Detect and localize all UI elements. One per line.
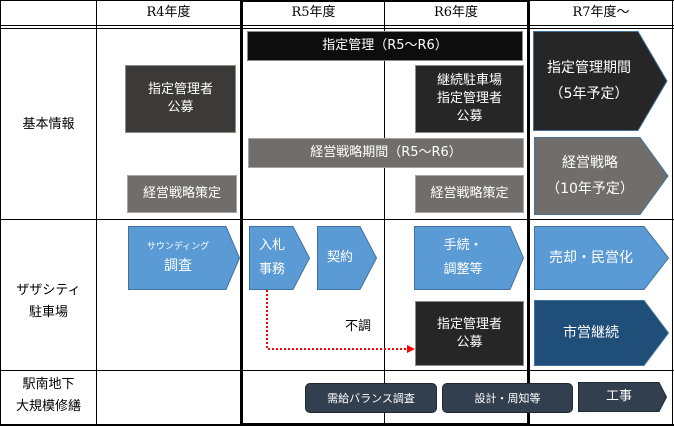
r7-management-line1: 指定管理期間 — [547, 60, 631, 76]
design-notice-box: 設計・周知等 — [442, 383, 573, 413]
pentagon-arrow-shape — [249, 226, 310, 290]
r4-strategy-box: 経営戦略策定 — [127, 175, 237, 213]
r6-recruit-line3: 公募 — [456, 109, 483, 124]
row-label-station-line1: 駅南地下 — [22, 377, 75, 392]
grid-right — [672, 0, 673, 426]
parking-recruit-line1: 指定管理者 — [436, 316, 502, 332]
dashed-line — [266, 290, 407, 350]
arrowhead-icon — [407, 345, 415, 353]
design-notice-label: 設計・周知等 — [474, 392, 541, 405]
pentagon-arrow-shape — [534, 300, 669, 366]
column-header-r7: R7年度～ — [572, 5, 630, 20]
strategy-period-bar: 経営戦略期間（R5～R6） — [248, 138, 524, 168]
column-header-r4: R4年度 — [146, 5, 191, 20]
r6-strategy-label: 経営戦略策定 — [430, 186, 509, 201]
sale-privatization-label: 売却・民営化 — [549, 250, 633, 266]
r7-management-line2: （5年予定） — [549, 86, 629, 102]
demand-balance-survey-label: 需給バランス調査 — [327, 392, 415, 405]
r4-strategy-label: 経営戦略策定 — [142, 186, 221, 201]
pentagon-arrow-shape — [533, 31, 668, 131]
parking-recruit-box: 指定管理者 公募 — [415, 301, 524, 366]
row-label-zaza-parking: ザザシティ 駐車場 — [1, 280, 96, 324]
sale-privatization-arrow: 売却・民営化 — [534, 226, 669, 290]
failed-bid-label: 不調 — [344, 319, 371, 334]
contract-label: 契約 — [326, 250, 353, 265]
bid-process-line2: 事務 — [258, 262, 285, 277]
grid-col4 — [527, 0, 530, 426]
grid-col3 — [384, 0, 385, 426]
grid-left — [0, 0, 1, 426]
grid-r5r6-bottom — [240, 423, 530, 426]
pentagon-arrow-shape — [578, 382, 667, 412]
row-label-station-line2: 大規模修繕 — [15, 399, 81, 414]
pentagon-arrow-shape — [534, 137, 669, 215]
parking-recruit-line2: 公募 — [456, 334, 483, 350]
column-header-r6: R6年度 — [433, 5, 479, 20]
r4-recruit-line1: 指定管理者 — [147, 82, 213, 97]
r6-recruit-line2: 指定管理者 — [436, 91, 502, 106]
grid-r5r6-top — [240, 0, 530, 2]
bid-process-line1: 入札 — [258, 238, 285, 253]
r6-strategy-box: 経営戦略策定 — [415, 175, 524, 213]
designated-management-bar: 指定管理（R5～R6） — [247, 31, 523, 61]
pentagon-arrow-shape — [534, 226, 669, 290]
sounding-survey-line1: サウンディング — [146, 242, 210, 252]
construction-arrow: 工事 — [578, 382, 667, 412]
grid-row1-bottom — [0, 219, 674, 220]
grid-row2-bottom — [0, 370, 674, 371]
row-label-station-repair: 駅南地下 大規模修繕 — [1, 374, 96, 418]
grid-col1 — [96, 0, 97, 426]
construction-label: 工事 — [605, 389, 632, 404]
row-label-zaza-line1: ザザシティ — [16, 283, 81, 298]
failed-bid-connector — [266, 290, 415, 353]
r7-management-period-arrow: 指定管理期間 （5年予定） — [533, 31, 668, 131]
municipal-continuation-arrow: 市営継続 — [534, 300, 669, 366]
designated-management-bar-label: 指定管理（R5～R6） — [322, 38, 448, 53]
r6-recruit-box: 継続駐車場 指定管理者 公募 — [415, 65, 524, 133]
bid-process-arrow: 入札 事務 — [249, 226, 310, 290]
r4-recruit-line2: 公募 — [167, 100, 194, 115]
r4-recruit-box: 指定管理者 公募 — [125, 65, 236, 133]
grid-col2 — [240, 0, 243, 426]
procedure-arrow: 手続・ 調整等 — [414, 226, 524, 290]
strategy-period-bar-label: 経営戦略期間（R5～R6） — [310, 145, 462, 160]
r7-strategy-arrow: 経営戦略 （10年予定） — [534, 137, 669, 215]
contract-arrow: 契約 — [317, 226, 377, 290]
sounding-survey-arrow: サウンディング 調査 — [128, 226, 240, 290]
row-label-basic-info: 基本情報 — [22, 117, 75, 132]
column-header-r5: R5年度 — [291, 5, 336, 20]
grid-header-bottom-1 — [0, 25, 674, 26]
r6-recruit-line1: 継続駐車場 — [436, 73, 502, 88]
r7-strategy-line2: （10年予定） — [546, 181, 634, 197]
procedure-line1: 手続・ — [443, 238, 483, 253]
grid-header-bottom-2 — [0, 28, 674, 29]
pentagon-arrow-shape — [317, 226, 377, 290]
r7-strategy-line1: 経営戦略 — [562, 155, 618, 171]
demand-balance-survey-box: 需給バランス調査 — [305, 383, 437, 413]
pentagon-arrow-shape — [128, 226, 240, 290]
pentagon-arrow-shape — [414, 226, 524, 290]
row-label-zaza-line2: 駐車場 — [28, 305, 68, 320]
sounding-survey-line2: 調査 — [164, 258, 192, 274]
procedure-line2: 調整等 — [443, 262, 483, 277]
municipal-continuation-label: 市営継続 — [563, 325, 619, 341]
